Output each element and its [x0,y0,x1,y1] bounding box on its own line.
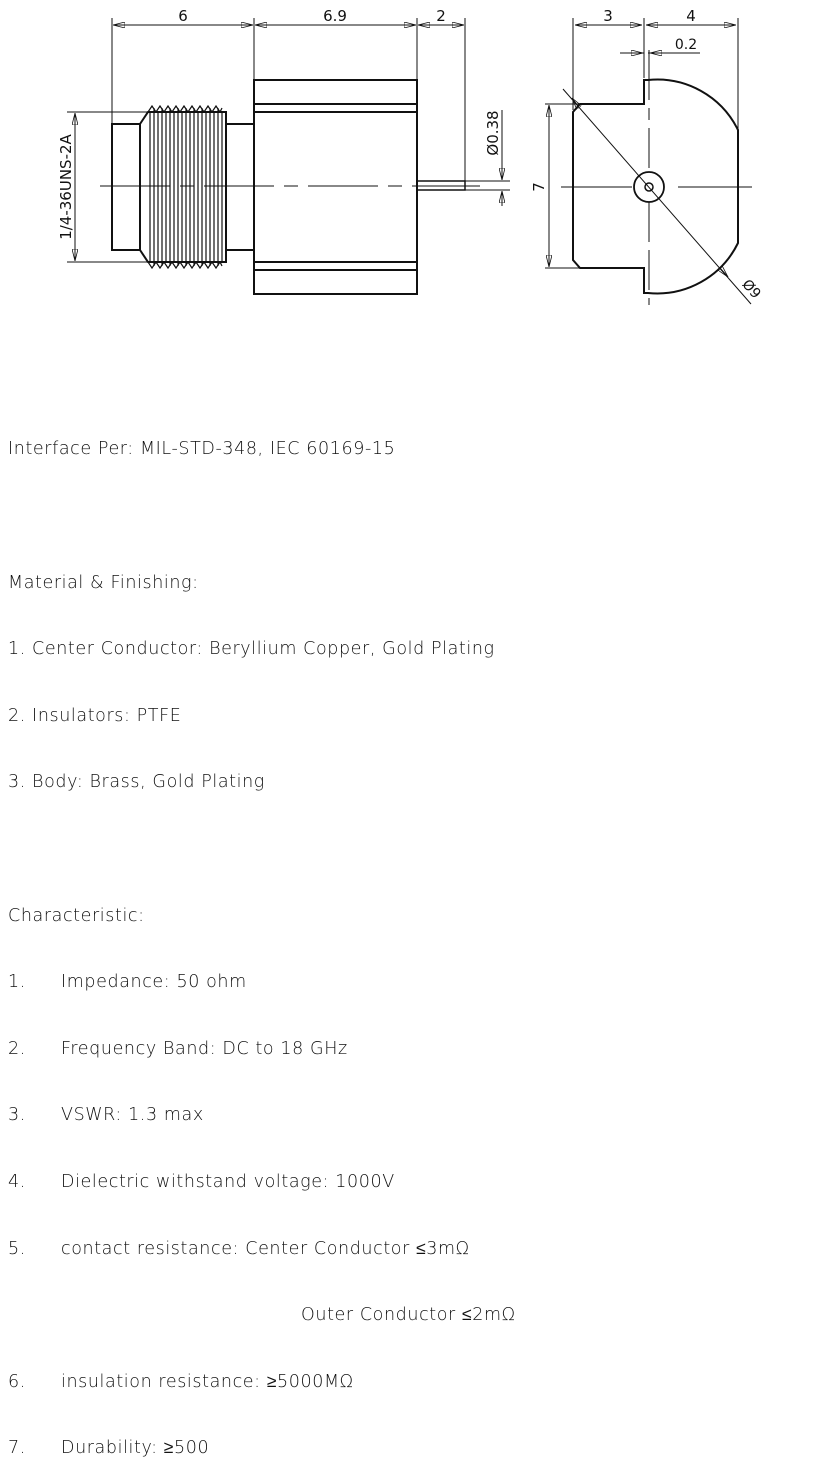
characteristic-item: 3.VSWR: 1.3 max [8,1105,204,1126]
material-item: 3. Body: Brass, Gold Plating [8,772,265,793]
dim-thread-length: 6 [178,7,188,25]
dim-left-width: 3 [603,7,613,25]
characteristic-item: 7.Durability: ≥500 [8,1438,210,1459]
dim-body-length: 6.9 [323,7,347,25]
characteristic-item-continued: Outer Conductor ≤2mΩ [301,1305,516,1326]
spec-notes: Interface Per: MIL-STD-348, IEC 60169-15… [8,394,516,1482]
characteristic-heading: Characteristic: [8,905,145,926]
dim-pin-diameter: Ø0.38 [484,110,502,155]
side-view [67,18,510,295]
dim-right-width: 4 [686,7,696,25]
material-heading: Material & Finishing: [8,572,199,593]
front-view [545,18,752,305]
dim-pin-length: 2 [436,7,446,25]
dim-thread-spec: 1/4-36UNS-2A [57,133,75,239]
dim-step-offset: 0.2 [675,37,697,53]
interface-line: Interface Per: MIL-STD-348, IEC 60169-15 [8,439,396,460]
material-item: 2. Insulators: PTFE [8,705,182,726]
characteristic-item: 2.Frequency Band: DC to 18 GHz [8,1038,348,1059]
characteristic-item: 4.Dielectric withstand voltage: 1000V [8,1171,395,1192]
material-item: 1. Center Conductor: Beryllium Copper, G… [8,639,495,660]
characteristic-item: 5.contact resistance: Center Conductor ≤… [8,1238,470,1259]
characteristic-item: 6.insulation resistance: ≥5000MΩ [8,1371,354,1392]
dim-diameter: Ø9 [738,277,763,303]
dim-height: 7 [530,182,548,192]
connector-drawing: 6 6.9 2 1/4-36UNS-2A Ø0.38 [57,7,764,305]
characteristic-item: 1.Impedance: 50 ohm [8,972,247,993]
